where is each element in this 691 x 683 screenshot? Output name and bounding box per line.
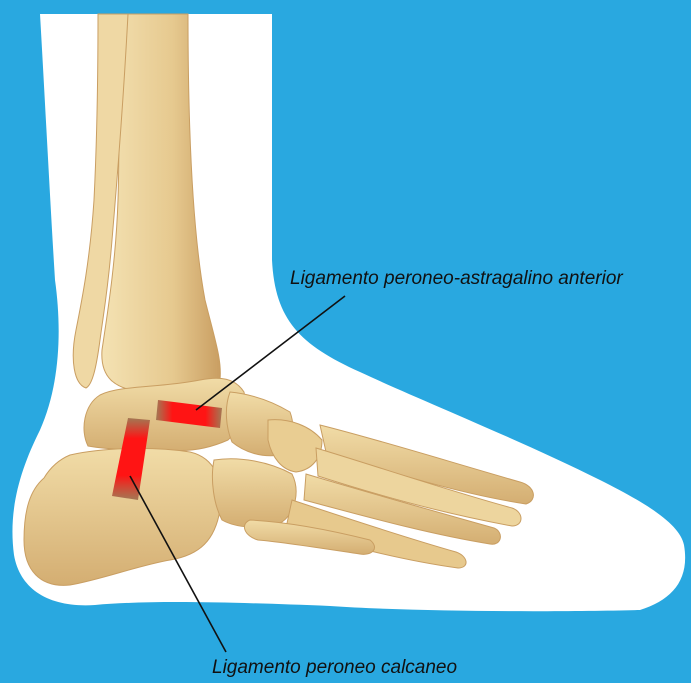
label-calcaneofibular: Ligamento peroneo calcaneo bbox=[212, 657, 457, 679]
label-anterior-talofibular: Ligamento peroneo-astragalino anterior bbox=[290, 268, 623, 290]
